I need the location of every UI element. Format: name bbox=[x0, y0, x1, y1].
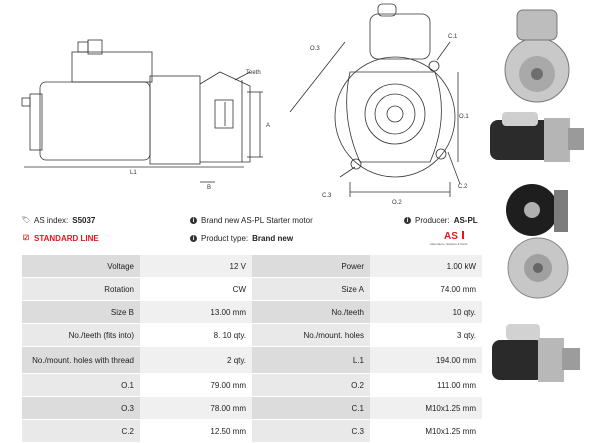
spec-label: L.1 bbox=[252, 346, 370, 374]
dim-c2-label: C.2 bbox=[458, 184, 468, 190]
brand-info: i Brand new AS-PL Starter motor bbox=[190, 216, 313, 225]
product-info: 🏷 AS index: S5037 ☑ STANDARD LINE i Bran… bbox=[22, 216, 482, 252]
spec-label: O.2 bbox=[252, 373, 370, 397]
as-index: 🏷 AS index: S5037 bbox=[21, 216, 96, 225]
photo-mount-view bbox=[507, 237, 569, 299]
as-index-value: S5037 bbox=[72, 216, 96, 225]
spec-label: Power bbox=[252, 255, 370, 278]
photo-angle-view bbox=[492, 324, 580, 382]
info-icon: i bbox=[190, 235, 197, 242]
spec-label: No./teeth (fits into) bbox=[22, 323, 140, 347]
producer-value: AS-PL bbox=[453, 216, 478, 225]
photo-front-view bbox=[492, 4, 590, 104]
spec-value: M10x1.25 mm bbox=[370, 419, 482, 443]
standard-line: ☑ STANDARD LINE bbox=[22, 234, 99, 243]
spec-value: 2 qty. bbox=[140, 346, 252, 374]
spec-label: No./mount. holes bbox=[252, 323, 370, 347]
spec-value: 10 qty. bbox=[370, 300, 482, 324]
photo-rear-view bbox=[506, 184, 568, 236]
product-type-label: Product type: bbox=[201, 234, 249, 243]
spec-label: O.1 bbox=[22, 373, 140, 397]
spec-label: No./teeth bbox=[252, 300, 370, 324]
spec-value: 111.00 mm bbox=[370, 373, 482, 397]
spec-label: C.2 bbox=[22, 419, 140, 443]
logo-text: AS bbox=[444, 231, 458, 242]
logo-tagline: Alternators, Starters & Parts bbox=[430, 242, 468, 246]
dim-l1-label: L1 bbox=[130, 170, 137, 176]
product-photos bbox=[490, 4, 590, 382]
spec-label: Rotation bbox=[22, 277, 140, 301]
spec-label: C.3 bbox=[252, 419, 370, 443]
dim-o2-label: O.2 bbox=[392, 200, 402, 206]
spec-value: CW bbox=[140, 277, 252, 301]
spec-value: 8. 10 qty. bbox=[140, 323, 252, 347]
dim-o1-label: O.1 bbox=[459, 114, 469, 120]
spec-value: 13.00 mm bbox=[140, 300, 252, 324]
info-icon: i bbox=[404, 217, 411, 224]
tag-icon: 🏷 bbox=[21, 216, 31, 224]
spec-label: Voltage bbox=[22, 255, 140, 278]
producer-label: Producer: bbox=[415, 216, 450, 225]
spec-value: 12.50 mm bbox=[140, 419, 252, 443]
standard-line-label: STANDARD LINE bbox=[34, 234, 99, 243]
spec-label: Size A bbox=[252, 277, 370, 301]
spec-value: 79.00 mm bbox=[140, 373, 252, 397]
photo-side-view bbox=[490, 112, 584, 162]
product-type: i Product type: Brand new bbox=[190, 234, 293, 243]
spec-label: No./mount. holes with thread bbox=[22, 346, 140, 374]
dim-c1-label: C.1 bbox=[448, 34, 458, 40]
spec-value: 74.00 mm bbox=[370, 277, 482, 301]
dim-teeth-label: Teeth bbox=[246, 70, 261, 76]
checkbox-icon: ☑ bbox=[22, 234, 30, 242]
brand-text: Brand new AS-PL Starter motor bbox=[201, 216, 313, 225]
spec-value: 3 qty. bbox=[370, 323, 482, 347]
dim-a-label: A bbox=[266, 123, 270, 129]
dim-b-label: B bbox=[207, 185, 211, 191]
as-index-label: AS index: bbox=[34, 216, 69, 225]
spec-value: 194.00 mm bbox=[370, 346, 482, 374]
producer: i Producer: AS-PL bbox=[404, 216, 478, 225]
info-icon: i bbox=[190, 217, 197, 224]
as-pl-logo: AS Alternators, Starters & Parts bbox=[430, 231, 468, 246]
spec-label: Size B bbox=[22, 300, 140, 324]
spec-value: 1.00 kW bbox=[370, 255, 482, 278]
spec-row: No./teeth (fits into)8. 10 qty.No./mount… bbox=[22, 323, 482, 347]
product-type-value: Brand new bbox=[252, 234, 294, 243]
dim-c3-label: C.3 bbox=[322, 193, 332, 199]
dim-o3-label: O.3 bbox=[310, 46, 320, 52]
technical-drawing: Teeth A L1 B O.3 C.1 O.1 C.2 C.3 O.2 bbox=[21, 3, 469, 206]
spec-value: 12 V bbox=[140, 255, 252, 278]
